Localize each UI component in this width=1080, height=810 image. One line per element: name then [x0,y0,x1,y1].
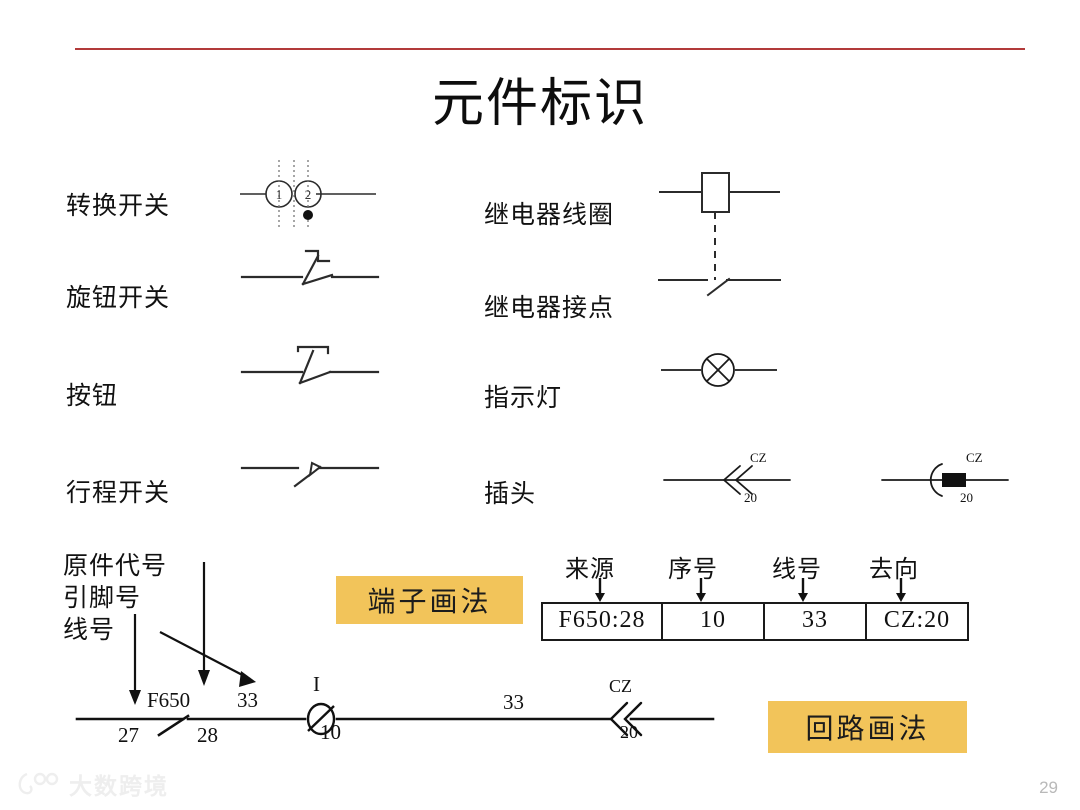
symbol-label-push-button: 按钮 [66,383,119,410]
symbol-label-relay-coil: 继电器线圈 [484,202,615,229]
annotation-component-code: 原件代号 [63,553,168,580]
relay-contact-symbol [657,262,782,306]
plug-arrow-number: 20 [744,490,757,505]
symbol-label-selector-switch: 转换开关 [66,193,171,220]
symbol-label-plug: 插头 [484,481,537,508]
watermark-logo-icon [18,772,59,795]
symbol-label-knob-switch: 旋钮开关 [66,285,171,312]
limit-switch-symbol [240,448,380,503]
circuit-line-diagram [75,690,715,750]
circuit-label-plug-tag: CZ [609,676,633,696]
circuit-label-wire-left: 33 [237,688,258,712]
table-row: F650:28 10 33 CZ:20 [541,602,969,641]
annotation-arrows [110,556,285,711]
table-header-sequence: 序号 [668,557,718,583]
push-button-symbol [240,343,380,398]
annotation-wire-number: 线号 [63,617,116,644]
table-header-arrows [541,578,961,604]
table-header-source: 来源 [565,557,615,583]
table-cell-sequence: 10 [661,602,765,641]
indicator-lamp-symbol [659,350,779,390]
circuit-label-wire-right: 33 [503,690,524,714]
circuit-label-pin-right: 28 [197,723,218,747]
watermark: 大数跨境 [14,767,169,801]
plug-socket-symbol: CZ 20 [880,448,1010,505]
svg-text:2: 2 [305,187,312,202]
plug-socket-number: 20 [960,490,973,505]
callout-terminal-drawing: 端子画法 [336,576,523,624]
plug-socket-tag: CZ [966,450,983,465]
page-title: 元件标识 [431,76,648,133]
terminal-table: F650:28 10 33 CZ:20 [541,602,969,641]
circuit-label-terminal-bottom: 10 [320,720,341,744]
table-cell-source: F650:28 [541,602,663,641]
table-cell-wire-number: 33 [763,602,867,641]
plug-arrow-tag: CZ [750,450,767,465]
knob-switch-symbol [240,248,380,303]
circuit-label-pin-left: 27 [118,723,139,747]
header-divider-rule [75,48,1025,50]
plug-arrow-symbol: CZ 20 [662,448,792,505]
circuit-label-component: F650 [147,688,191,712]
page-number: 29 [1039,778,1058,797]
circuit-label-plug-number: 20 [620,722,638,742]
circuit-label-terminal-top: I [313,672,320,696]
svg-text:1: 1 [276,187,283,202]
table-cell-destination: CZ:20 [865,602,969,641]
table-header-wire-number: 线号 [772,557,822,583]
relay-coil-symbol [657,168,782,288]
symbol-label-limit-switch: 行程开关 [66,480,171,507]
watermark-text: 大数跨境 [69,773,169,799]
symbol-label-indicator-lamp: 指示灯 [484,385,563,412]
callout-circuit-drawing: 回路画法 [768,701,967,753]
table-header-destination: 去向 [869,557,919,583]
symbol-label-relay-contact: 继电器接点 [484,295,615,322]
selector-switch-symbol: 1 2 [238,158,378,230]
annotation-pin-number: 引脚号 [63,585,142,612]
